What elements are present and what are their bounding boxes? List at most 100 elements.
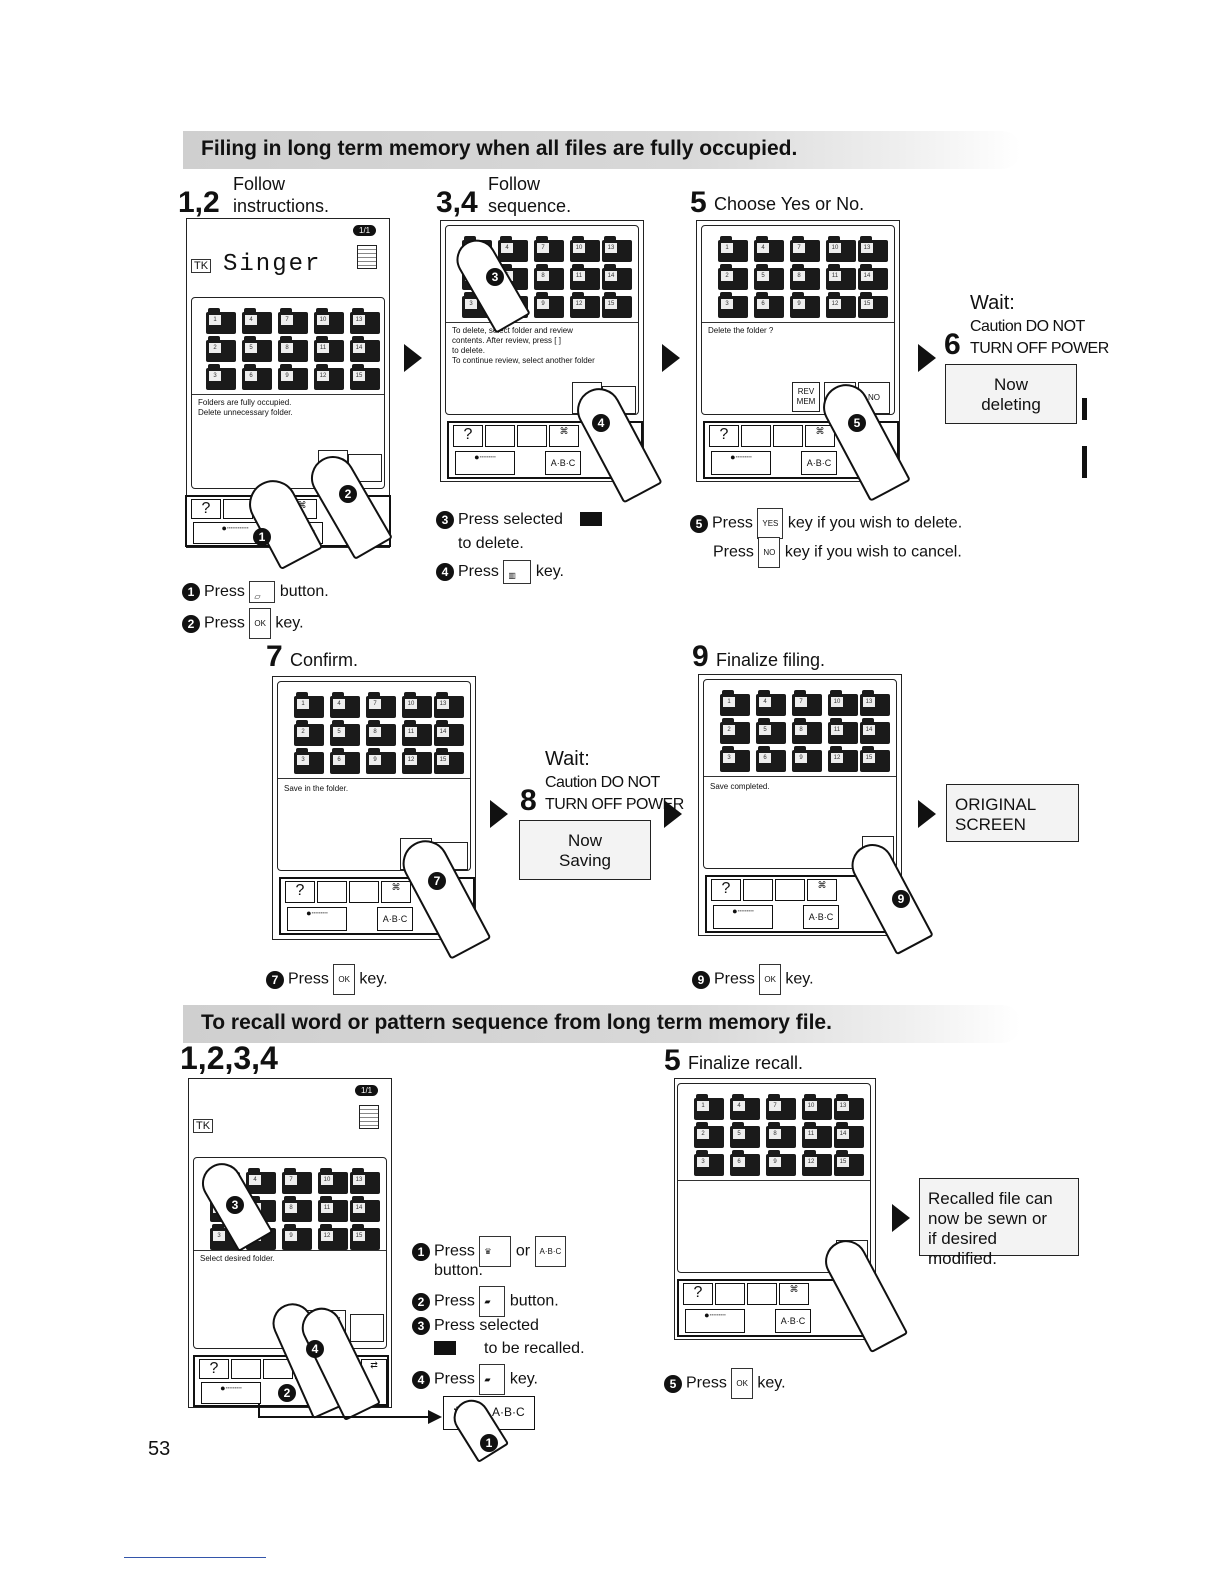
needle-key[interactable]: ●┄┄┄ (455, 451, 515, 475)
folder-icon[interactable]: 10 (828, 690, 858, 716)
folder-icon[interactable]: 8 (282, 1196, 312, 1222)
folder-icon[interactable]: 14 (350, 336, 380, 362)
stitch-key[interactable]: ⌘ (807, 879, 837, 901)
folder-icon[interactable]: 12 (802, 1150, 832, 1176)
folder-icon[interactable]: 12 (828, 746, 858, 772)
folder-icon[interactable]: 2 (718, 264, 748, 290)
folder-icon[interactable]: 6 (330, 748, 360, 774)
folder-icon[interactable]: 10 (802, 1094, 832, 1120)
folder-icon[interactable]: 3 (694, 1150, 724, 1176)
folder-icon[interactable]: 7 (282, 1168, 312, 1194)
folder-icon[interactable]: 8 (366, 720, 396, 746)
folder-icon[interactable]: 14 (860, 718, 890, 744)
folder-icon[interactable]: 9 (282, 1224, 312, 1250)
folder-icon[interactable]: 4 (756, 690, 786, 716)
folder-icon[interactable]: 11 (802, 1122, 832, 1148)
stitch-key[interactable]: ⌘ (779, 1283, 809, 1305)
help-key[interactable]: ? (199, 1359, 229, 1379)
folder-icon[interactable]: 13 (350, 1168, 380, 1194)
needle-key[interactable]: ●┄┄┄ (287, 907, 347, 931)
folder-icon[interactable]: 5 (730, 1122, 760, 1148)
abc-key[interactable]: A·B·C (803, 905, 839, 929)
folder-key[interactable] (741, 425, 771, 447)
help-key[interactable]: ? (711, 879, 741, 901)
folder-key[interactable] (317, 881, 347, 903)
folder-icon[interactable]: 11 (314, 336, 344, 362)
folder-icon[interactable]: 12 (318, 1224, 348, 1250)
abc-key[interactable]: A·B·C (775, 1309, 811, 1333)
abc-key[interactable]: A·B·C (377, 907, 413, 931)
needle-key[interactable]: ●┄┄┄ (713, 905, 773, 929)
folder-icon[interactable]: 9 (790, 292, 820, 318)
folder-icon[interactable]: 10 (314, 308, 344, 334)
return-key[interactable] (350, 1314, 384, 1342)
folder-icon[interactable]: 8 (766, 1122, 796, 1148)
folder-icon[interactable]: 7 (278, 308, 308, 334)
folder-icon[interactable]: 10 (570, 236, 600, 262)
folder-icon[interactable]: 12 (826, 292, 856, 318)
needle-key[interactable]: ●┄┄┄ (711, 451, 771, 475)
folder-icon[interactable]: 11 (402, 720, 432, 746)
folder-icon[interactable]: 2 (694, 1122, 724, 1148)
folder-icon[interactable]: 4 (498, 236, 528, 262)
folder-icon[interactable]: 4 (242, 308, 272, 334)
needle-key[interactable]: ●┄┄┄ (201, 1382, 261, 1404)
abc-key[interactable]: A·B·C (801, 451, 837, 475)
folder-icon[interactable]: 1 (720, 690, 750, 716)
folder-icon[interactable]: 1 (294, 692, 324, 718)
open-folder-key[interactable] (349, 881, 379, 903)
folder-icon[interactable]: 8 (534, 264, 564, 290)
stitch-key[interactable]: ⌘ (381, 881, 411, 903)
folder-icon[interactable]: 1 (694, 1094, 724, 1120)
folder-icon[interactable]: 12 (314, 364, 344, 390)
folder-icon[interactable]: 15 (434, 748, 464, 774)
folder-icon[interactable]: 4 (754, 236, 784, 262)
help-key[interactable]: ? (191, 499, 221, 519)
folder-icon[interactable]: 9 (792, 746, 822, 772)
folder-icon[interactable]: 7 (366, 692, 396, 718)
abc-key[interactable]: A·B·C (545, 451, 581, 475)
folder-key[interactable] (743, 879, 773, 901)
folder-icon[interactable]: 12 (402, 748, 432, 774)
help-key[interactable]: ? (683, 1283, 713, 1305)
open-folder-key[interactable] (747, 1283, 777, 1305)
folder-icon[interactable]: 3 (718, 292, 748, 318)
folder-icon[interactable]: 14 (350, 1196, 380, 1222)
folder-icon[interactable]: 3 (294, 748, 324, 774)
folder-key[interactable] (231, 1359, 261, 1379)
folder-icon[interactable]: 6 (730, 1150, 760, 1176)
folder-icon[interactable]: 13 (834, 1094, 864, 1120)
folder-icon[interactable]: 11 (826, 264, 856, 290)
folder-key[interactable] (715, 1283, 745, 1305)
folder-icon[interactable]: 15 (834, 1150, 864, 1176)
folder-icon[interactable]: 5 (754, 264, 784, 290)
memo-icon[interactable] (357, 245, 377, 269)
folder-icon[interactable]: 15 (602, 292, 632, 318)
folder-icon[interactable]: 6 (756, 746, 786, 772)
folder-icon[interactable]: 11 (828, 718, 858, 744)
folder-icon[interactable]: 6 (754, 292, 784, 318)
folder-icon[interactable]: 13 (860, 690, 890, 716)
folder-icon[interactable]: 5 (242, 336, 272, 362)
folder-icon[interactable]: 9 (366, 748, 396, 774)
folder-icon[interactable]: 8 (790, 264, 820, 290)
folder-icon[interactable]: 6 (242, 364, 272, 390)
open-folder-key[interactable] (775, 879, 805, 901)
folder-icon[interactable]: 10 (318, 1168, 348, 1194)
rev-mem-key[interactable]: REV MEM (792, 382, 820, 412)
folder-icon[interactable]: 8 (792, 718, 822, 744)
help-key[interactable]: ? (453, 425, 483, 447)
folder-icon[interactable]: 9 (278, 364, 308, 390)
stitch-key[interactable]: ⌘ (549, 425, 579, 447)
help-key[interactable]: ? (709, 425, 739, 447)
folder-icon[interactable]: 4 (730, 1094, 760, 1120)
folder-icon[interactable]: 10 (826, 236, 856, 262)
folder-icon[interactable]: 11 (570, 264, 600, 290)
folder-icon[interactable]: 3 (720, 746, 750, 772)
folder-key[interactable] (485, 425, 515, 447)
folder-icon[interactable]: 15 (860, 746, 890, 772)
folder-icon[interactable]: 13 (434, 692, 464, 718)
folder-icon[interactable]: 7 (792, 690, 822, 716)
folder-icon[interactable]: 5 (330, 720, 360, 746)
folder-icon[interactable]: 7 (790, 236, 820, 262)
